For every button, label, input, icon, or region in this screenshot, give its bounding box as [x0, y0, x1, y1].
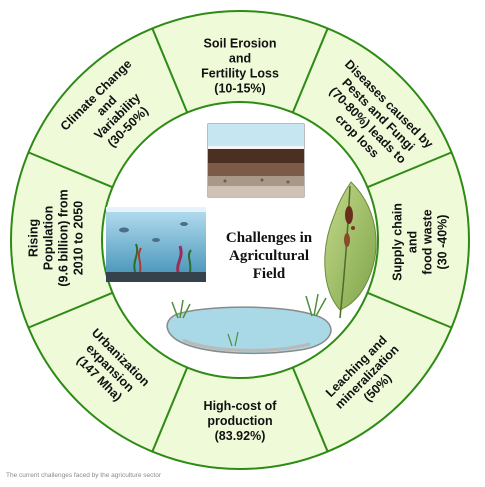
ring-divider	[291, 28, 329, 113]
segment-label-line: and	[229, 52, 251, 66]
segment-label-line: (30 -40%)	[436, 215, 450, 270]
segment-label-line: (9.6 billion) from	[57, 189, 71, 286]
ring-divider	[151, 28, 189, 113]
soil-layers-icon	[207, 123, 305, 198]
center-title-line1: Challenges in	[226, 230, 313, 246]
segment-label-line: food waste	[421, 209, 435, 274]
figure-caption: The current challenges faced by the agri…	[6, 472, 162, 479]
segment-label-line: 2010 to 2050	[72, 201, 86, 275]
segment-label-line: High-cost of	[204, 399, 278, 413]
center-title-line2: Agricultural	[229, 248, 309, 264]
leaf-icon	[324, 181, 377, 319]
segment-label-line: Population	[42, 206, 56, 271]
segment-label-line: production	[207, 414, 272, 428]
segment-label-line: (83.92%)	[215, 429, 266, 443]
ring-divider	[291, 367, 329, 452]
ring-divider	[367, 151, 452, 189]
inner-circle	[101, 101, 379, 379]
segment-label-line: Rising	[27, 219, 41, 257]
segment-label-line: Supply chain	[391, 203, 405, 281]
pond-icon	[166, 293, 332, 355]
ring-divider	[28, 291, 113, 329]
center-title-line3: Field	[253, 266, 286, 282]
ring-dividers	[28, 28, 452, 452]
segment-label-line: and	[406, 231, 420, 253]
ring-divider	[28, 151, 113, 189]
ring-divider	[367, 291, 452, 329]
segment-label-line: Fertility Loss	[201, 67, 279, 81]
segment-label-line: Soil Erosion	[204, 37, 277, 51]
aquarium-icon	[106, 207, 206, 282]
ring-divider	[151, 367, 189, 452]
segment-label-line: (10-15%)	[214, 82, 265, 96]
